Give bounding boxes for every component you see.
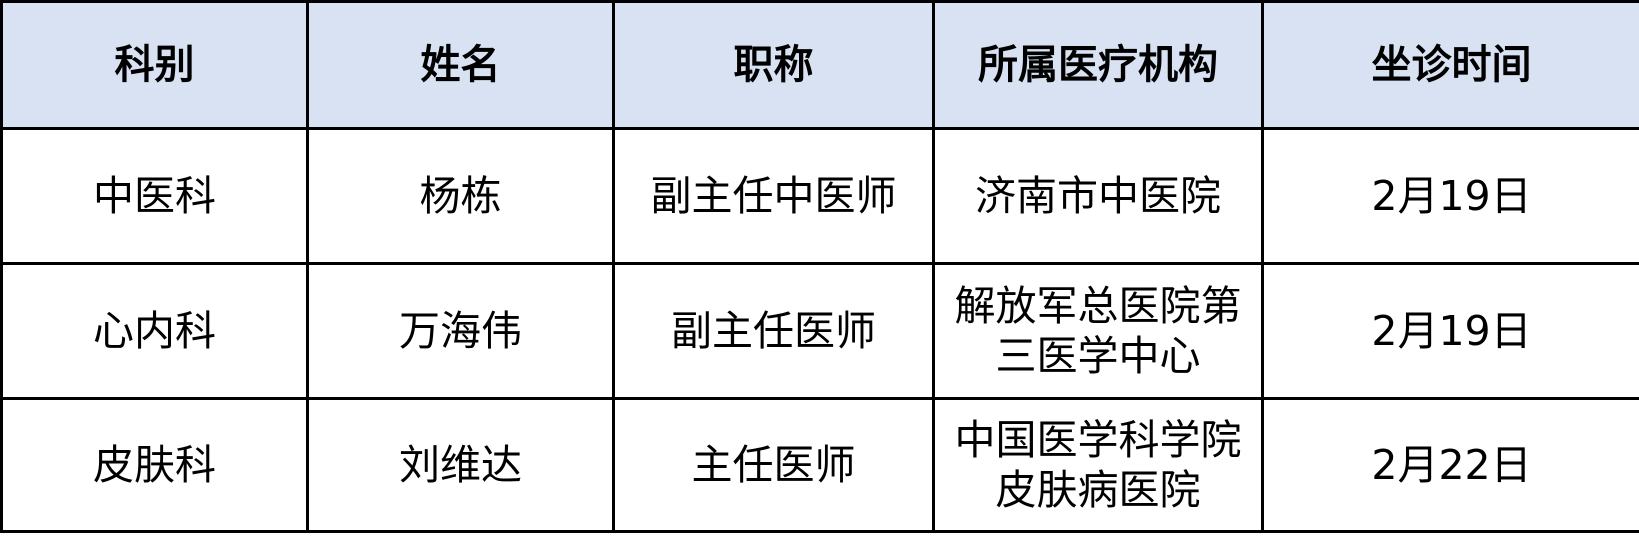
institution-line: 皮肤病医院 bbox=[995, 466, 1201, 514]
cell-institution: 济南市中医院 bbox=[932, 127, 1264, 265]
institution-line: 解放军总医院第 bbox=[954, 281, 1242, 330]
cell-time: 2月22日 bbox=[1261, 397, 1639, 533]
cell-title: 副主任医师 bbox=[612, 262, 935, 400]
institution-line: 三医学中心 bbox=[995, 332, 1201, 380]
cell-name: 刘维达 bbox=[306, 397, 615, 533]
column-header-time: 坐诊时间 bbox=[1261, 0, 1639, 130]
institution-line: 济南市中医院 bbox=[975, 171, 1221, 220]
cell-time: 2月19日 bbox=[1261, 127, 1639, 265]
table-row: 心内科 万海伟 副主任医师 解放军总医院第 三医学中心 2月19日 bbox=[0, 262, 1639, 400]
cell-time: 2月19日 bbox=[1261, 262, 1639, 400]
cell-title: 主任医师 bbox=[612, 397, 935, 533]
institution-line: 中国医学科学院 bbox=[954, 415, 1242, 464]
column-header-institution: 所属医疗机构 bbox=[932, 0, 1264, 130]
column-header-title: 职称 bbox=[612, 0, 935, 130]
cell-title: 副主任中医师 bbox=[612, 127, 935, 265]
cell-department: 心内科 bbox=[0, 262, 309, 400]
cell-name: 万海伟 bbox=[306, 262, 615, 400]
column-header-name: 姓名 bbox=[306, 0, 615, 130]
cell-name: 杨栋 bbox=[306, 127, 615, 265]
cell-institution: 解放军总医院第 三医学中心 bbox=[932, 262, 1264, 400]
cell-department: 中医科 bbox=[0, 127, 309, 265]
table-row: 中医科 杨栋 副主任中医师 济南市中医院 2月19日 bbox=[0, 127, 1639, 265]
doctor-schedule-table-container: 科别 姓名 职称 所属医疗机构 坐诊时间 中医科 杨栋 副主任中医师 济南市中医… bbox=[0, 0, 1639, 533]
doctor-schedule-table: 科别 姓名 职称 所属医疗机构 坐诊时间 中医科 杨栋 副主任中医师 济南市中医… bbox=[0, 0, 1639, 533]
table-header-row: 科别 姓名 职称 所属医疗机构 坐诊时间 bbox=[0, 0, 1639, 130]
cell-institution: 中国医学科学院 皮肤病医院 bbox=[932, 397, 1264, 533]
table-row: 皮肤科 刘维达 主任医师 中国医学科学院 皮肤病医院 2月22日 bbox=[0, 397, 1639, 533]
cell-department: 皮肤科 bbox=[0, 397, 309, 533]
column-header-department: 科别 bbox=[0, 0, 309, 130]
